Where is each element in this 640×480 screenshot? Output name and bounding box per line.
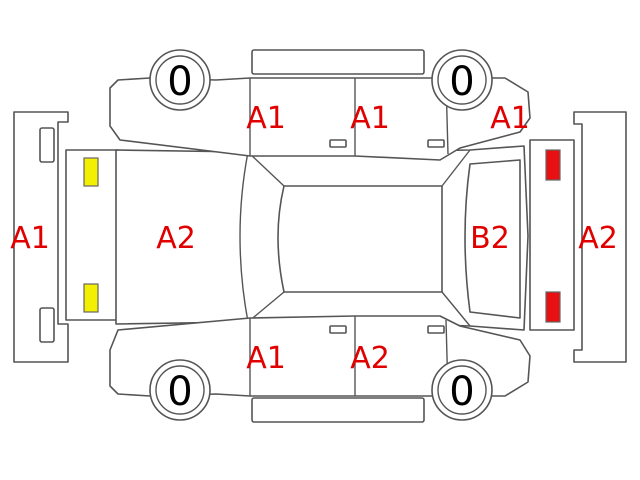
car-side-lower (109, 315, 531, 423)
tire-rear-left-value: 0 (449, 59, 474, 105)
tire-front-left: 0 (149, 49, 211, 111)
front-bumper (13, 111, 69, 363)
tire-rear-right-value: 0 (449, 369, 474, 415)
rear-bumper (573, 111, 627, 363)
code-hood: A2 (156, 221, 196, 256)
car-body-top-view (115, 145, 529, 331)
code-lower-rear-door: A2 (350, 341, 390, 376)
code-upper-front-door: A1 (246, 101, 286, 136)
upper-skirt (251, 49, 425, 75)
tire-rear-right: 0 (431, 359, 493, 421)
code-upper-rear-quarter: A1 (490, 101, 530, 136)
lower-skirt (251, 397, 425, 423)
rear-lamp-right (545, 291, 561, 323)
code-lower-front-door: A1 (246, 341, 286, 376)
rear-lamp-left (545, 149, 561, 181)
tire-rear-left: 0 (431, 49, 493, 111)
tire-front-right-value: 0 (167, 369, 192, 415)
code-rear-bumper: A2 (578, 221, 618, 256)
tire-front-left-value: 0 (167, 59, 192, 105)
front-lamp-left (83, 157, 99, 187)
code-upper-rear-door: A1 (350, 101, 390, 136)
code-trunk-lid: B2 (470, 221, 510, 256)
tire-front-right: 0 (149, 359, 211, 421)
code-front-bumper: A1 (10, 221, 50, 256)
front-lamp-right (83, 283, 99, 313)
